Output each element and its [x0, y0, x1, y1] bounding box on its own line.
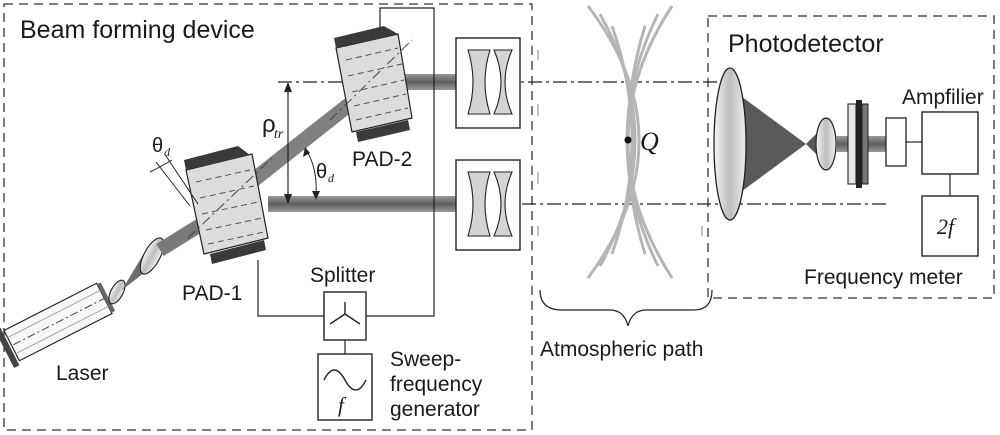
- wire-splitter-to-pad1: [257, 260, 324, 317]
- point-q-dot: [624, 136, 632, 144]
- expander-lens-large: [139, 237, 165, 275]
- expander-upper: [455, 37, 521, 129]
- receiver-lens-small: [815, 117, 837, 171]
- label-amplifier: Ampfilier: [902, 86, 984, 109]
- splitter-box: [323, 291, 367, 341]
- label-pad1: PAD-1: [182, 282, 242, 305]
- theta-arc-deflection: [305, 149, 317, 199]
- photodetector-box: [707, 15, 995, 299]
- theta-ref-line-a: [155, 161, 191, 207]
- label-two-f: 2f: [937, 214, 957, 239]
- label-sweep-line2: frequency: [390, 373, 483, 396]
- beam-forming-device-box: [3, 3, 533, 431]
- label-photodetector: Photodetector: [728, 30, 884, 58]
- label-theta-pad1-sub: d: [164, 145, 171, 159]
- label-frequency-meter: Frequency meter: [804, 266, 963, 289]
- rho-arrow-top: [284, 82, 292, 92]
- amplifier-box: [921, 111, 979, 175]
- rho-arrow-bottom: [284, 194, 292, 204]
- label-sweep-line1: Sweep-: [390, 348, 461, 371]
- label-sweep-f: f: [338, 393, 347, 417]
- theta-ref-line-b: [165, 155, 199, 205]
- label-splitter: Splitter: [310, 264, 375, 287]
- label-theta-pad1: θ: [152, 135, 163, 157]
- pad2-crystal: [329, 26, 413, 142]
- label-beam-forming-device: Beam forming device: [20, 16, 255, 44]
- theta-arc-arrow-bottom: [312, 191, 320, 200]
- photodiode: [885, 117, 907, 167]
- expander-lens-small: [108, 279, 126, 305]
- sweep-generator-box: [317, 353, 373, 421]
- theta-arc-pad1: [149, 159, 173, 173]
- label-theta-deflection: θ: [316, 161, 327, 183]
- theta-arc-arrow-top: [303, 147, 310, 157]
- beam-lower-horizontal: [268, 196, 460, 212]
- label-pad2: PAD-2: [352, 148, 412, 171]
- filter-stack: [847, 100, 869, 188]
- receiver-cone: [730, 88, 806, 200]
- label-point-q: Q: [640, 127, 659, 156]
- wire-splitter-to-pad2: [366, 7, 435, 317]
- label-atmospheric-path: Atmospheric path: [540, 338, 703, 361]
- label-theta-deflection-sub: d: [328, 171, 335, 185]
- receiver-lens-large: [713, 67, 747, 221]
- label-rho-sub: tr: [274, 127, 284, 142]
- atmospheric-path-brace: [539, 289, 713, 327]
- label-laser: Laser: [56, 362, 109, 385]
- label-rho: ρ: [262, 111, 276, 138]
- pad1-crystal: [184, 146, 273, 264]
- beam-upper-horizontal: [400, 74, 460, 90]
- expander-lower: [455, 159, 521, 251]
- label-sweep-line3: generator: [390, 398, 480, 421]
- frequency-meter-box: [921, 195, 979, 257]
- laser: [0, 282, 116, 368]
- path-dimension-ticks: [537, 50, 703, 236]
